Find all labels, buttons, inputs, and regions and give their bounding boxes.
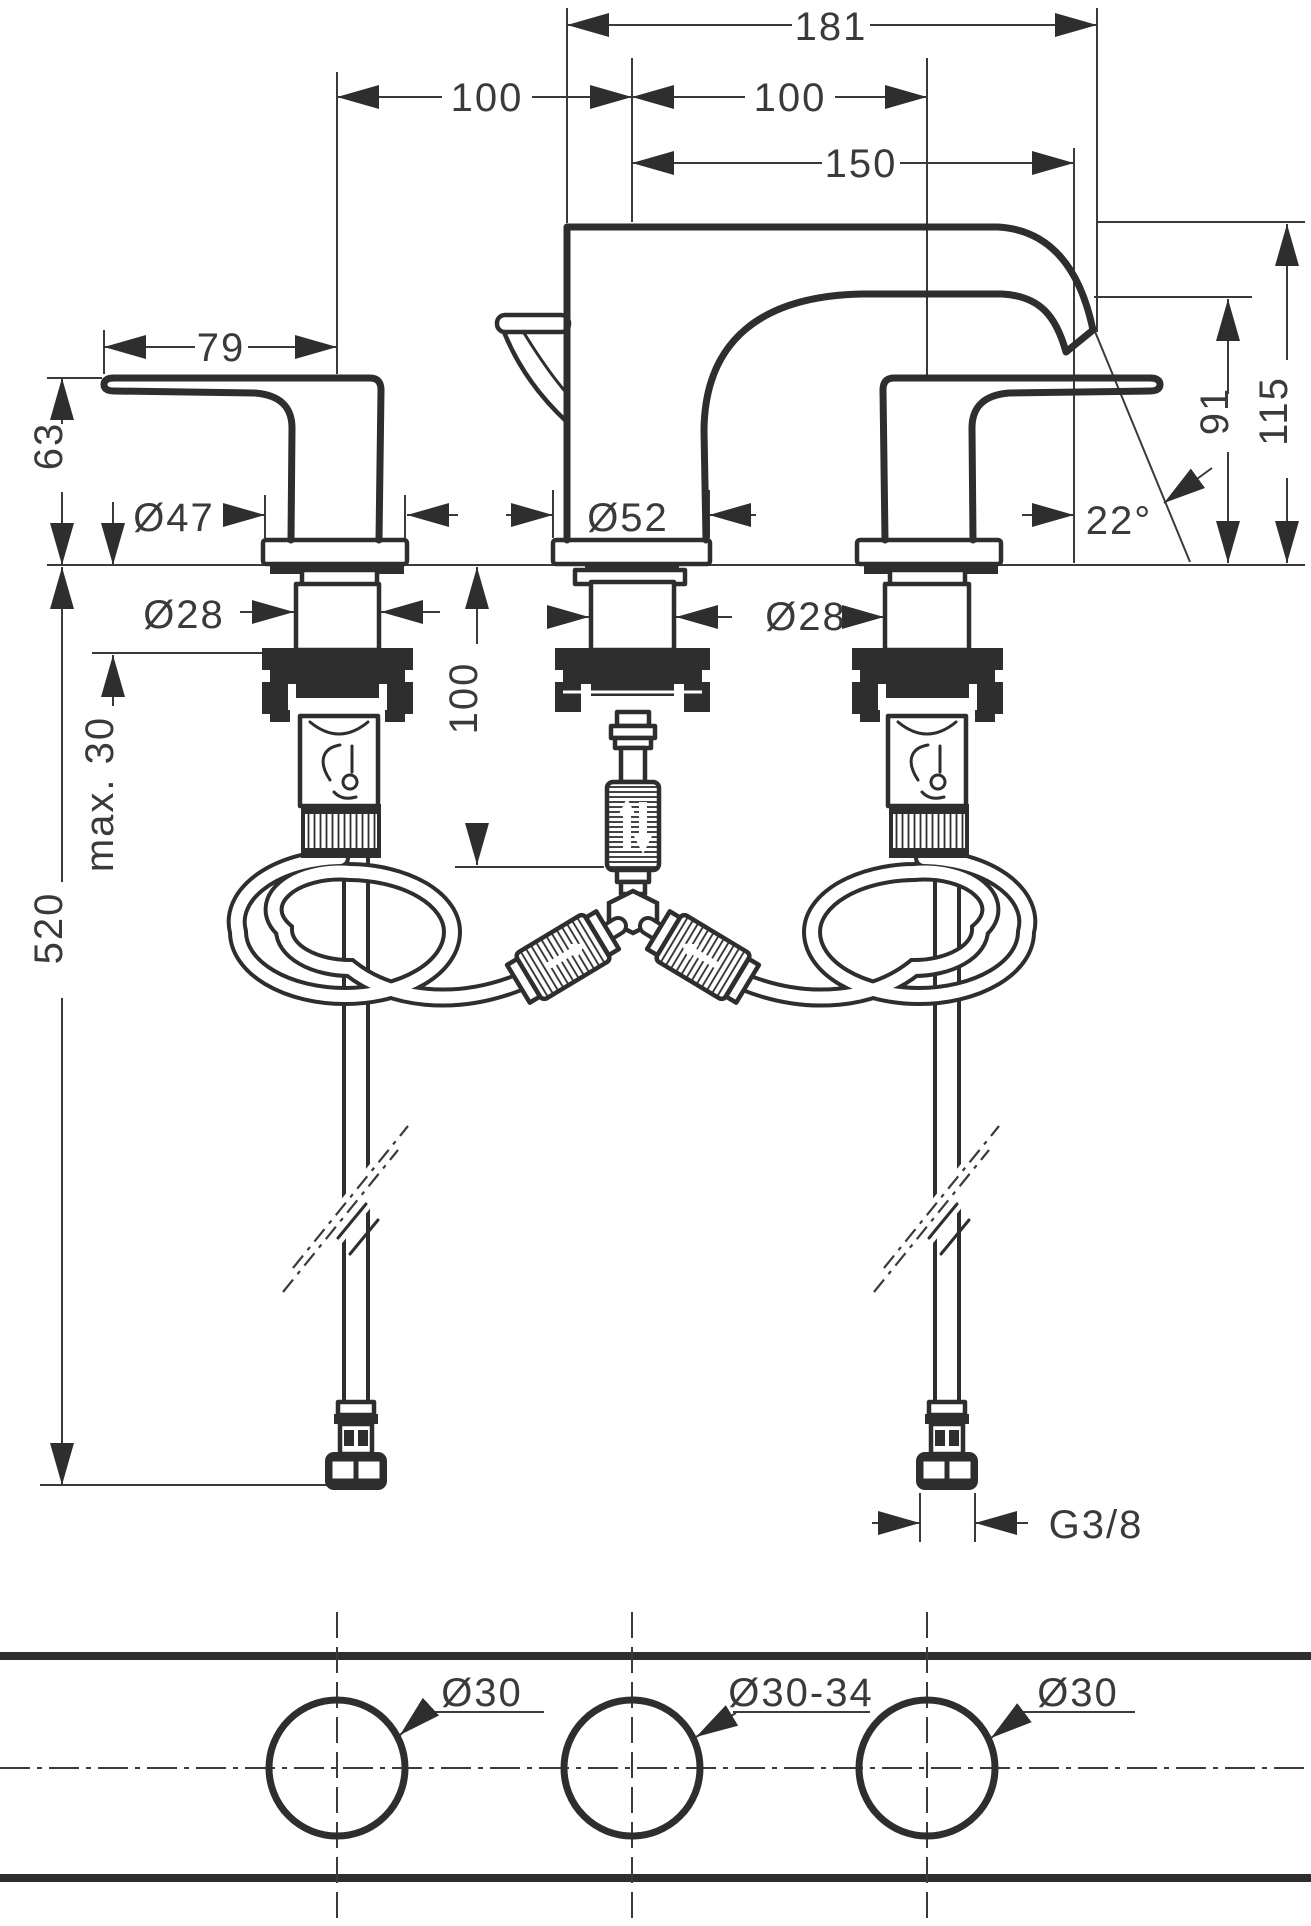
center-shank — [588, 579, 677, 653]
spout-flange — [550, 537, 713, 567]
dim-center-shank-dia: Ø28 — [765, 595, 847, 639]
right-valve-underdeck — [885, 713, 969, 858]
dim-handle-length: 79 — [197, 326, 246, 370]
left-shank — [293, 581, 382, 653]
dim-handle-height: 63 — [27, 422, 71, 471]
dim-counter-thickness: max. 30 — [78, 716, 122, 872]
open-arrow-icon — [618, 798, 636, 816]
dimension-lines — [50, 12, 1299, 1535]
dim-handle-base-dia: Ø47 — [133, 496, 215, 540]
pipe-break-marks — [282, 1123, 1017, 1293]
dim-hose-length: 520 — [27, 892, 71, 965]
dim-outlet-height: 91 — [1193, 387, 1237, 436]
dim-hole-right: Ø30 — [1037, 1671, 1119, 1715]
extension-lines — [40, 8, 1305, 1542]
lock-arrow-icon — [634, 836, 652, 854]
spout-angle-line — [1081, 299, 1191, 563]
fixtures — [100, 223, 1164, 544]
hoses — [226, 848, 1038, 1008]
dim-spout-reach: 150 — [825, 142, 898, 186]
dim-total-height: 115 — [1252, 376, 1296, 446]
dim-spout-angle: 22° — [1086, 499, 1153, 543]
hole-section-view — [0, 1612, 1311, 1926]
dim-hole-center: Ø30-34 — [728, 1671, 873, 1715]
right-shank — [882, 581, 972, 653]
hole-center — [560, 1696, 704, 1840]
dim-left-shank-dia: Ø28 — [143, 593, 225, 637]
mounting-nuts — [262, 648, 1003, 722]
supply-fittings — [325, 1399, 978, 1490]
dim-supply-thread: G3/8 — [1049, 1503, 1144, 1547]
shanks-and-flanges — [260, 537, 1004, 653]
dim-left-spacing: 100 — [451, 76, 524, 120]
left-handle — [100, 374, 385, 544]
dim-spout-base-dia: Ø52 — [587, 496, 669, 540]
spout — [563, 223, 1097, 544]
hole-left — [265, 1696, 409, 1840]
right-handle-flange — [854, 537, 1004, 567]
right-coupling — [644, 909, 762, 1005]
dimension-labels: 181 100 100 150 79 63 Ø47 Ø28 Ø52 Ø28 10… — [27, 5, 1296, 1715]
lock-open-collar — [604, 779, 662, 873]
left-valve-underdeck — [297, 713, 381, 858]
dim-hole-left: Ø30 — [441, 1671, 523, 1715]
popup-rod-knob — [494, 312, 572, 335]
dim-connection-depth: 100 — [442, 662, 486, 735]
center-connector — [504, 709, 762, 1005]
hole-right — [855, 1696, 999, 1840]
right-handle — [879, 374, 1164, 544]
left-handle-flange — [260, 537, 410, 567]
dim-right-spacing: 100 — [754, 76, 827, 120]
dim-overall-width: 181 — [795, 5, 868, 49]
left-coupling — [504, 909, 622, 1005]
